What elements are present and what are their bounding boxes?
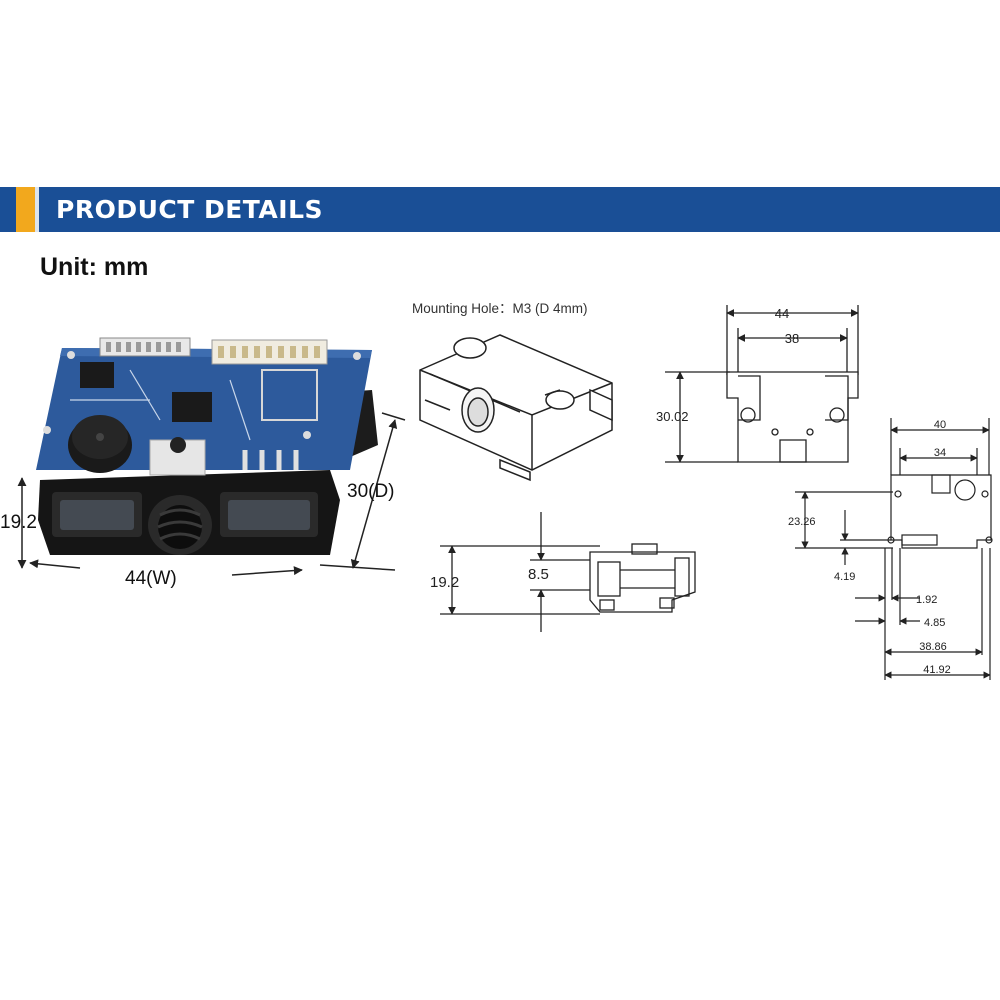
- top-view-drawing: [795, 418, 993, 680]
- isometric-drawing: [419, 334, 613, 482]
- top-depth1: 38.86: [919, 641, 947, 653]
- product-photo: [36, 337, 378, 555]
- chip-small: [80, 362, 114, 388]
- side-view-drawing: [440, 512, 696, 632]
- banner-accent-divider: [35, 187, 39, 232]
- side-offset: 8.5: [528, 566, 549, 583]
- chip-main: [172, 392, 212, 422]
- photo-width-label: 44(W): [125, 568, 177, 589]
- connector-left: [99, 337, 191, 357]
- front-outer-width: 44: [775, 306, 789, 321]
- photo-dimension-lines: [17, 412, 406, 576]
- top-depth2: 41.92: [923, 664, 951, 676]
- front-height: 30.02: [656, 409, 689, 424]
- top-hole-y: 23.26: [788, 516, 816, 528]
- photo-height-label: 19.2: [0, 512, 37, 533]
- mounting-hole-label: Mounting Hole：M3 (D 4mm): [412, 301, 588, 316]
- header-banner: PRODUCT DETAILS: [0, 187, 1000, 232]
- top-hole-x2: 4.85: [924, 617, 945, 629]
- side-height: 19.2: [430, 574, 459, 591]
- top-outer-width: 40: [934, 419, 946, 431]
- top-hole-x1: 1.92: [916, 594, 937, 606]
- front-view-drawing: [665, 305, 859, 463]
- banner-accent-stripe: [16, 187, 35, 232]
- connector-right: [211, 339, 328, 365]
- top-hole-y2: 4.19: [834, 571, 855, 583]
- unit-label: Unit: mm: [40, 253, 149, 281]
- trigger-button-photo: [149, 439, 206, 476]
- front-inner-width: 38: [785, 331, 799, 346]
- top-inner-width: 34: [934, 447, 946, 459]
- photo-depth-label: 30(D): [347, 481, 395, 502]
- page-title: PRODUCT DETAILS: [56, 195, 324, 224]
